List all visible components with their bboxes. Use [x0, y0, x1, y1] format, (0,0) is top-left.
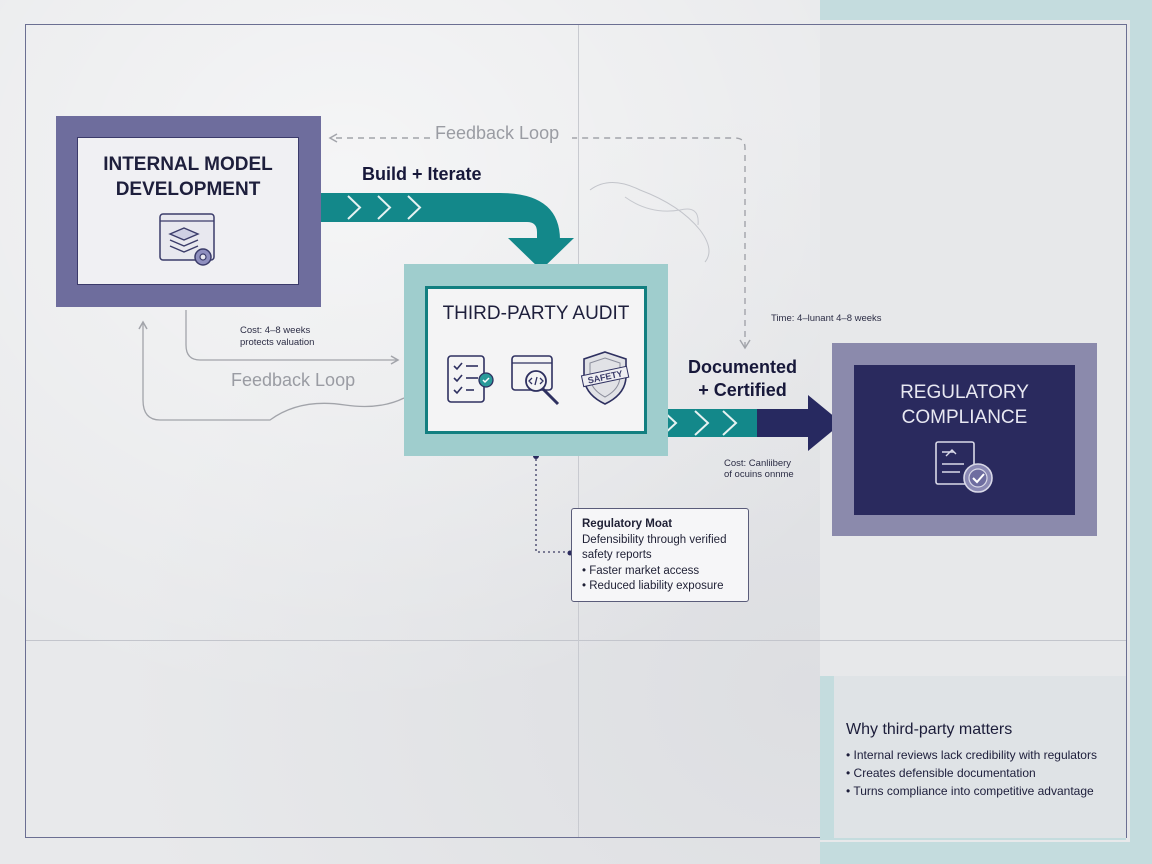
why-item: Turns compliance into competitive advant… — [846, 782, 1097, 800]
why-item: Internal reviews lack credibility with r… — [846, 746, 1097, 764]
audit-title: THIRD-PARTY AUDIT — [442, 303, 630, 324]
feedback-top-line — [330, 138, 746, 348]
moat-line: Defensibility through verified — [582, 533, 727, 546]
regulatory-moat-card: Regulatory Moat Defensibility through ve… — [571, 508, 749, 602]
checklist-icon — [447, 355, 494, 403]
why-item: Creates defensible documentation — [846, 764, 1097, 782]
documented-arrow — [647, 395, 842, 451]
moat-title: Regulatory Moat — [582, 518, 673, 530]
layers-gear-icon — [159, 213, 215, 266]
feedback-loop-top-label: Feedback Loop — [435, 123, 560, 143]
cost-annotation: Cost: 4–8 weeks protects valuation — [240, 325, 315, 348]
regulatory-title: REGULATORY COMPLIANCE — [900, 382, 1029, 428]
moat-bullet: • Faster market access — [582, 564, 700, 577]
build-iterate-label: Build + Iterate — [362, 164, 482, 184]
internal-dev-title: INTERNAL MODEL DEVELOPMENT — [103, 154, 273, 200]
diagram-frame — [25, 24, 1127, 838]
time-annotation: Time: 4–lunant 4–8 weeks — [771, 313, 882, 324]
certificate-badge-icon — [935, 441, 993, 493]
feedback-return-line — [138, 320, 405, 421]
safety-shield-icon: SAFETY — [580, 351, 630, 405]
build-arrow — [312, 193, 574, 270]
feedback-loop-bottom-label: Feedback Loop — [231, 370, 356, 390]
moat-line: safety reports — [582, 549, 652, 561]
why-list: Internal reviews lack credibility with r… — [846, 746, 1097, 800]
grid-line — [25, 640, 1127, 641]
why-title: Why third-party matters — [846, 721, 1013, 738]
cost-annotation-2: Cost: Canliibery of ocuins onnme — [724, 458, 794, 480]
feedback-bottom-line — [185, 310, 400, 365]
moat-bullet: • Reduced liability exposure — [582, 580, 724, 592]
documented-certified-label: Documented + Certified — [688, 357, 798, 400]
code-search-icon — [511, 355, 560, 406]
regulatory-card — [854, 365, 1075, 515]
